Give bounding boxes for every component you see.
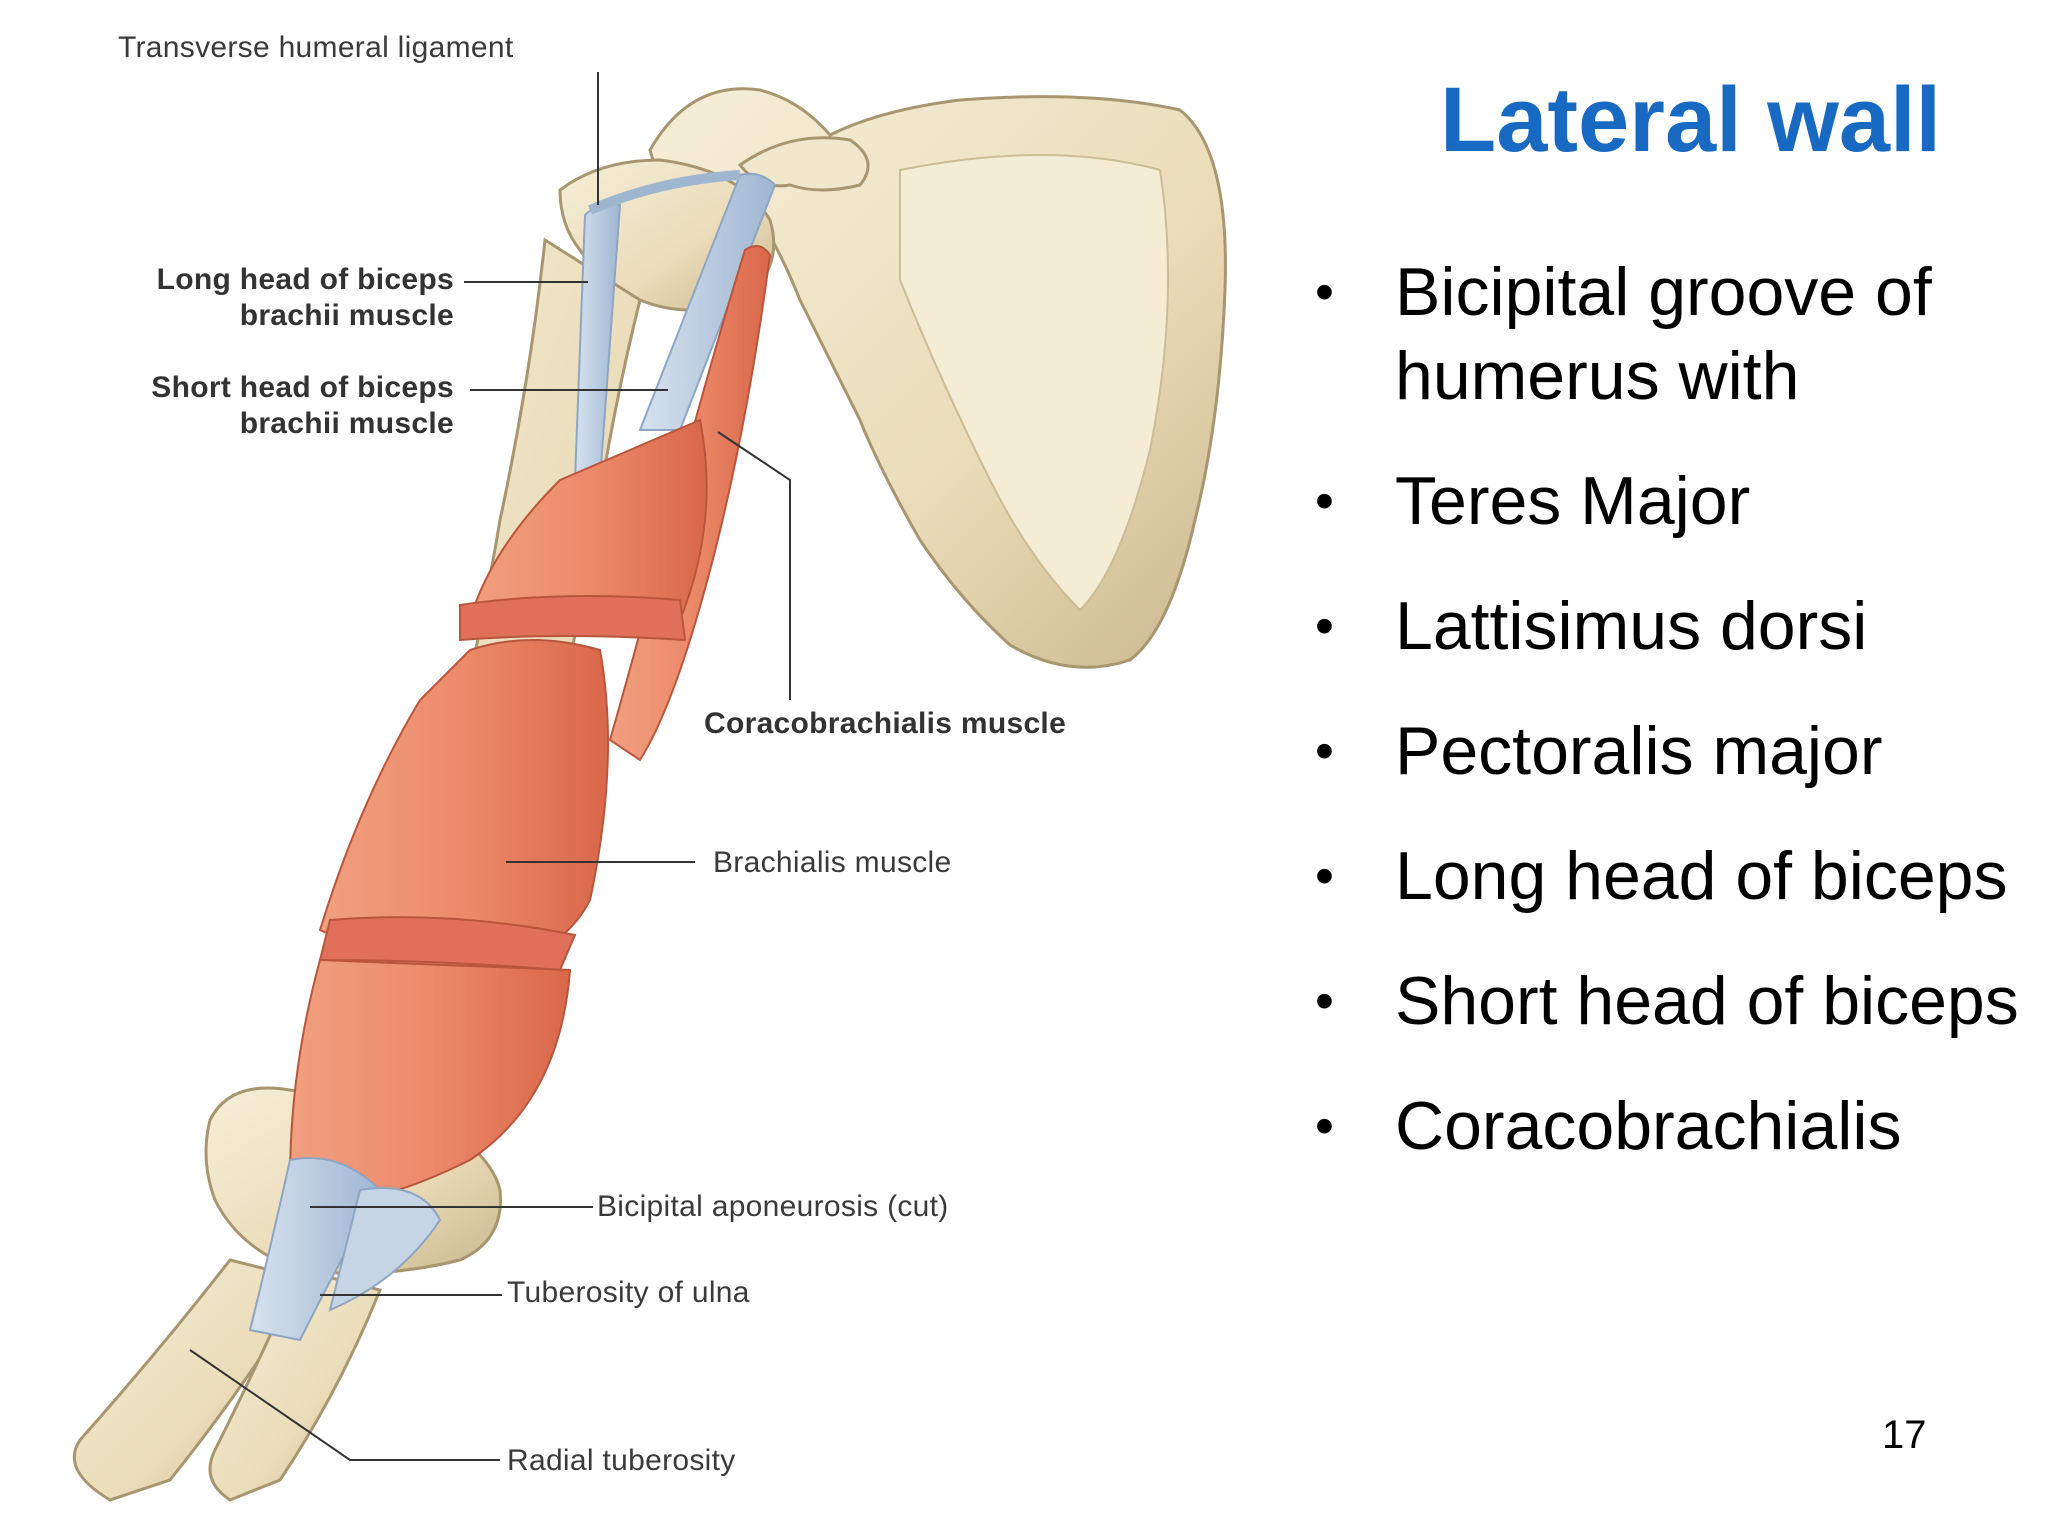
- leader-lines: [189, 72, 791, 1461]
- label-tuberosity-ulna: Tuberosity of ulna: [507, 1276, 750, 1309]
- bullet-item: • Teres Major: [1315, 459, 2035, 543]
- label-transverse-humeral-ligament: Transverse humeral ligament: [118, 31, 514, 64]
- label-long-head-line2: brachii muscle: [239, 299, 454, 332]
- bullet-item: • Lattisimus dorsi: [1315, 584, 2035, 668]
- short-head-tendon: [638, 172, 777, 431]
- biceps-tendon-distal: [328, 1187, 442, 1312]
- bullet-dot-icon: •: [1315, 596, 1334, 656]
- coracoid-process: [737, 136, 870, 192]
- bullet-text: Coracobrachialis: [1395, 1088, 1902, 1164]
- label-long-head-line1: Long head of biceps: [156, 263, 454, 296]
- bullet-dot-icon: •: [1315, 846, 1334, 906]
- label-short-head-line2: brachii muscle: [239, 407, 454, 440]
- slide-title: Lateral wall: [1440, 69, 1942, 171]
- bullet-dot-icon: •: [1315, 721, 1334, 781]
- bullet-item: • Coracobrachialis: [1315, 1084, 2035, 1168]
- label-short-head-line1: Short head of biceps: [151, 371, 454, 404]
- bullet-item: • Long head of biceps: [1315, 834, 2035, 918]
- label-coracobrachialis: Coracobrachialis muscle: [704, 707, 1067, 740]
- bicipital-aponeurosis: [248, 1157, 382, 1342]
- label-radial-tuberosity: Radial tuberosity: [507, 1444, 736, 1477]
- bullet-text: Teres Major: [1395, 463, 1751, 539]
- bullet-text: Lattisimus dorsi: [1395, 588, 1868, 664]
- biceps-cut-upper: [459, 595, 687, 642]
- biceps-lower: [288, 958, 572, 1202]
- arm-illustration: [72, 72, 1227, 1502]
- bullet-text: Long head of biceps: [1395, 838, 2008, 914]
- bullet-text: Bicipital groove of humerus with: [1395, 254, 1932, 414]
- scapula-fossa: [899, 154, 1169, 612]
- bullet-dot-icon: •: [1315, 1096, 1334, 1156]
- bullet-dot-icon: •: [1315, 262, 1334, 322]
- radius: [208, 1268, 383, 1502]
- brachialis: [318, 639, 609, 992]
- bullet-item: • Bicipital groove of humerus with: [1315, 250, 2035, 418]
- bullet-dot-icon: •: [1315, 471, 1334, 531]
- page-number: 17: [1882, 1413, 1927, 1457]
- anatomy-figure: Transverse humeral ligament Long head of…: [72, 31, 1227, 1502]
- bullet-list: • Bicipital groove of humerus with • Teres…: [1315, 250, 2035, 1209]
- bullet-item: • Short head of biceps: [1315, 959, 2035, 1043]
- label-bicipital-aponeurosis: Bicipital aponeurosis (cut): [597, 1190, 949, 1223]
- bullet-text: Short head of biceps: [1395, 963, 2019, 1039]
- bullet-dot-icon: •: [1315, 971, 1334, 1031]
- transverse-ligament: [588, 170, 741, 215]
- bullet-text: Pectoralis major: [1395, 713, 1883, 789]
- label-brachialis: Brachialis muscle: [713, 846, 952, 879]
- bullet-item: • Pectoralis major: [1315, 709, 2035, 793]
